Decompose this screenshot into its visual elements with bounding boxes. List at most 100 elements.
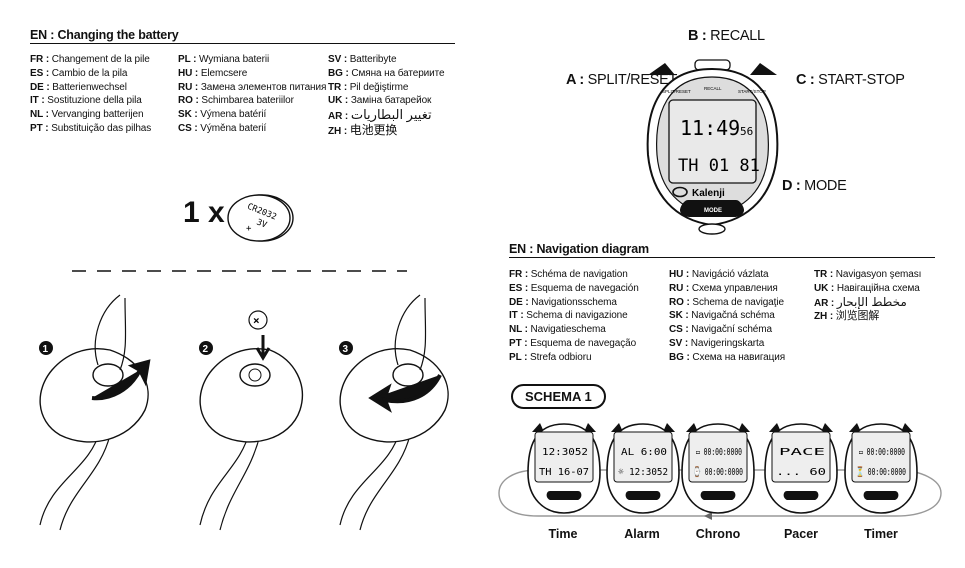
- coin-battery-icon: CR2032 3V +: [227, 194, 294, 242]
- lang-line: UK : Навігаційна схема: [814, 282, 920, 294]
- lang-line: ES : Cambio de la pila: [30, 67, 128, 79]
- battery-title: EN : Changing the battery: [30, 28, 179, 42]
- svg-text:3: 3: [343, 344, 349, 355]
- mode-display-line1: ▭ 00:00:0000: [696, 447, 742, 458]
- lang-line: BG : Смяна на батериите: [328, 67, 445, 79]
- button-b-label: B : RECALL: [688, 28, 765, 44]
- mode-display-line1: AL 6:00: [621, 447, 667, 458]
- lang-line: PL : Strefa odbioru: [509, 351, 592, 363]
- svg-text:START/STOP: START/STOP: [738, 89, 766, 94]
- mode-label-chrono: Chrono: [695, 527, 741, 541]
- display-line2: TH 01 81: [678, 156, 760, 176]
- mode-display-line1: 12:3052: [542, 447, 588, 458]
- battery-step-1-illustration: 1: [39, 294, 151, 531]
- lang-line: SV : Navigeringskarta: [669, 337, 765, 349]
- lang-line: CS : Výměna baterií: [178, 122, 267, 134]
- svg-text:RECALL: RECALL: [704, 86, 722, 91]
- lang-line: RO : Schema de navigaţie: [669, 296, 784, 308]
- battery-title-rule: [30, 43, 455, 45]
- lang-line: RU : Замена элементов питания: [178, 81, 327, 93]
- button-a-icon: [648, 63, 675, 75]
- display-line1-small: 56: [740, 125, 753, 138]
- lang-line: NL : Vervanging batterijen: [30, 109, 144, 121]
- battery-step-3-illustration: 3: [339, 294, 449, 531]
- battery-translations-col1: FR : Changement de la pile ES : Cambio d…: [30, 53, 151, 136]
- svg-text:SPLIT/RESET: SPLIT/RESET: [662, 89, 691, 94]
- nav-translations-col1: FR : Schéma de navigation ES : Esquema d…: [509, 268, 639, 365]
- button-c-icon: [750, 63, 777, 75]
- mode-display-line2: ... 60: [776, 467, 826, 478]
- navigation-title: EN : Navigation diagram: [509, 242, 649, 256]
- mode-display-line2: ☼ 12:3052: [618, 467, 668, 478]
- lang-line: HU : Elemcsere: [178, 67, 248, 79]
- svg-text:MODE: MODE: [704, 208, 722, 214]
- lang-line: ZH : 电池更换: [328, 122, 398, 137]
- mode-label-timer: Timer: [864, 527, 898, 541]
- lang-line: HU : Navigáció vázlata: [669, 269, 769, 280]
- lang-line: SV : Batteribyte: [328, 54, 397, 65]
- loop-arrow-icon: [704, 512, 712, 520]
- lang-line: RO : Schimbarea bateriilor: [178, 95, 294, 107]
- battery-quantity: 1 x: [183, 196, 225, 229]
- lang-line: IT : Schema di navigazione: [509, 310, 628, 322]
- lang-line: IT : Sostituzione della pila: [30, 95, 142, 107]
- dashed-separator: [72, 270, 407, 272]
- lang-line: ZH : 浏览图解: [814, 310, 880, 323]
- button-a-label: A : SPLIT/RESET: [566, 72, 678, 88]
- lang-line: CS : Navigační schéma: [669, 324, 772, 336]
- mode-display-line2: ⌚ 00:00:0000: [693, 465, 743, 478]
- mode-watch-alarm: AL 6:00 ☼ 12:3052: [606, 423, 680, 514]
- brand-text: Kalenji: [692, 188, 725, 199]
- lcd-display: [668, 99, 757, 184]
- lang-line: SK : Navigačná schéma: [669, 310, 775, 322]
- mode-cycle-diagram: 12:3052 TH 16-07 AL 6:00 ☼ 12:3052 ▭ 00:00:0…: [498, 423, 942, 520]
- lang-line: NL : Navigatieschema: [509, 324, 606, 336]
- lang-line: UK : Заміна батарейок: [328, 95, 432, 107]
- mode-watch-time: 12:3052 TH 16-07: [527, 423, 601, 514]
- mode-watch-timer: ▭ 00:00:0000 ⏳ 00:00:0000: [844, 423, 918, 514]
- svg-text:2: 2: [203, 344, 209, 355]
- mode-button: [680, 200, 744, 217]
- lang-line: PT : Substituição das pilhas: [30, 122, 152, 134]
- mode-display-line1: ▭ 00:00:0000: [859, 447, 905, 458]
- mode-display-line2: ⏳ 00:00:0000: [856, 465, 906, 478]
- nav-translations-col3: TR : Navigasyon şeması UK : Навігаційна …: [814, 268, 921, 324]
- lang-line: PL : Wymiana baterii: [178, 54, 270, 65]
- display-line1: 11:49: [680, 116, 740, 140]
- battery-plus-text: +: [246, 224, 252, 234]
- battery-translations-col2: PL : Wymiana baterii HU : Elemcsere RU :…: [178, 53, 326, 136]
- mode-watch-pacer: PACE ... 60: [764, 423, 838, 514]
- mode-label-alarm: Alarm: [624, 527, 660, 541]
- brand-mark: Kalenji: [672, 186, 725, 199]
- lang-line: FR : Changement de la pile: [30, 54, 150, 65]
- nav-translations-col2: HU : Navigáció vázlata RU : Схема управл…: [669, 268, 785, 365]
- schema-label: SCHEMA 1: [511, 384, 606, 409]
- lang-line: RU : Схема управления: [669, 282, 778, 294]
- lang-line: BG : Схема на навигация: [669, 351, 786, 363]
- lang-line: AR : مخطط الإبحار: [814, 294, 907, 309]
- battery-step-2-illustration: × 2: [199, 310, 304, 531]
- lang-line: FR : Schéma de navigation: [509, 269, 628, 280]
- lang-line: DE : Navigationsschema: [509, 296, 617, 308]
- lang-line: DE : Batterienwechsel: [30, 81, 127, 93]
- battery-voltage-text: 3V: [255, 218, 268, 231]
- mode-loop-path: [498, 469, 942, 517]
- lang-line: ES : Esquema de navegación: [509, 282, 639, 294]
- lang-line: SK : Výmena batérií: [178, 109, 267, 121]
- mode-display-line1: PACE: [779, 447, 825, 458]
- mode-label-time: Time: [548, 527, 578, 541]
- button-c-label: C : START-STOP: [796, 72, 905, 88]
- lang-line: TR : Pil değiştirme: [328, 81, 409, 93]
- mode-watch-chrono: ▭ 00:00:0000 ⌚ 00:00:0000: [681, 423, 755, 514]
- navigation-title-rule: [509, 257, 935, 259]
- svg-text:1: 1: [43, 344, 49, 355]
- button-d-label: D : MODE: [782, 178, 847, 194]
- lang-line: PT : Esquema de navegação: [509, 337, 637, 349]
- mode-display-line2: TH 16-07: [539, 467, 589, 478]
- lang-line: AR : تغيير البطاريات: [328, 107, 432, 123]
- lang-line: TR : Navigasyon şeması: [814, 269, 922, 280]
- battery-translations-col3: SV : Batteribyte BG : Смяна на батериите…: [328, 53, 445, 139]
- stopwatch-illustration: SPLIT/RESET RECALL START/STOP 11:49 56 T…: [646, 59, 779, 235]
- mode-label-pacer: Pacer: [783, 527, 819, 541]
- remove-battery-icon: ×: [253, 314, 260, 327]
